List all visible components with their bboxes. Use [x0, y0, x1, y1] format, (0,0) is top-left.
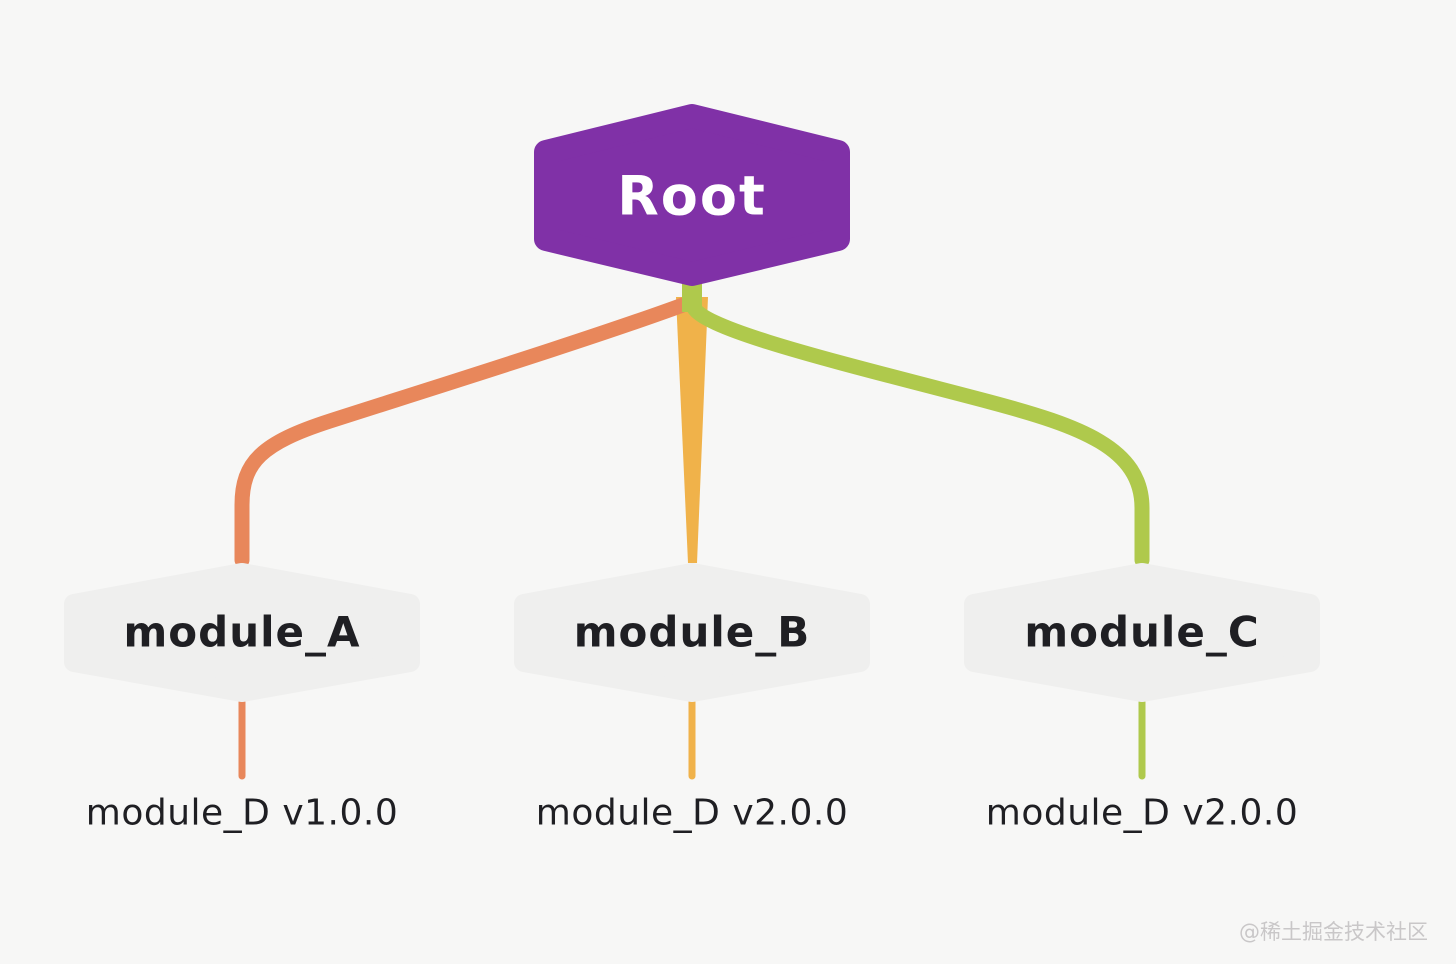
module-b-dependency-label: module_D v2.0.0: [535, 792, 849, 834]
watermark-text: @稀土掘金技术社区: [1239, 920, 1428, 944]
module-c-node-shape: [964, 563, 1320, 702]
module-a-label: module_A: [123, 607, 361, 657]
module-c-dependency-label: module_D v2.0.0: [985, 792, 1299, 834]
module-b-node-shape: [514, 563, 870, 702]
edge-root-to-module-b: [676, 297, 708, 563]
module-a-dependency-label: module_D v1.0.0: [85, 792, 399, 834]
module-b-label: module_B: [573, 607, 811, 657]
edge-root-to-module-c: [684, 279, 1150, 568]
root-node-shape: [534, 104, 850, 286]
module-c-label: module_C: [1024, 607, 1260, 657]
root-node-label: Root: [617, 164, 767, 228]
module-a-node-shape: [64, 563, 420, 702]
edge-root-to-module-a: [234, 294, 699, 568]
